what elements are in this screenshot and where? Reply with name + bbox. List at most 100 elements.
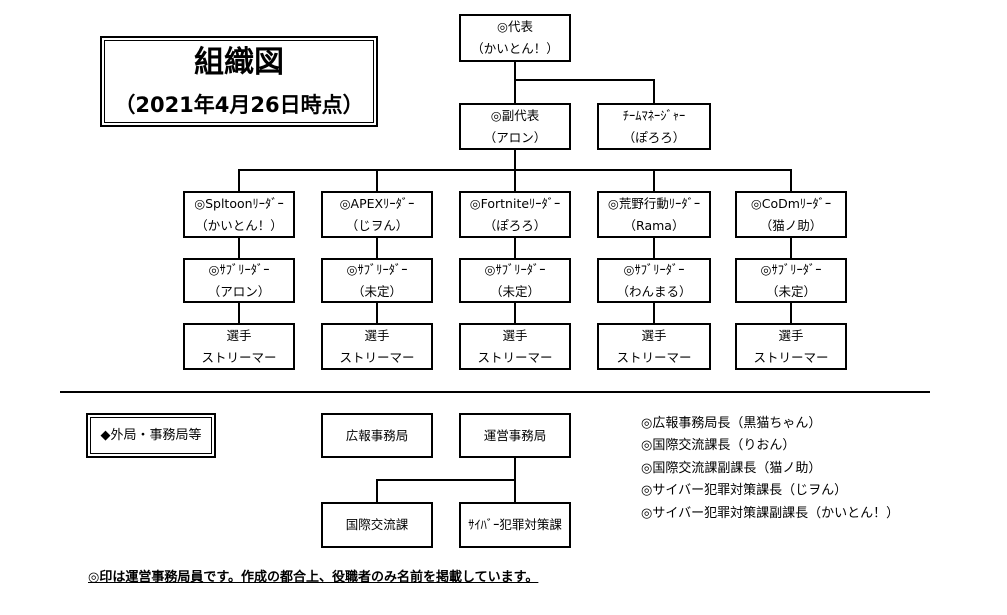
cybercrime-section-box: ｻｲﾊﾞｰ犯罪対策課 xyxy=(459,502,571,548)
officer-item: ◎サイバー犯罪対策課長（じヲん） xyxy=(641,483,848,499)
connector-vice-bus xyxy=(514,150,516,171)
division-leader-role: ◎荒野行動ﾘｰﾀﾞｰ xyxy=(607,195,701,211)
division-members-players: 選手 xyxy=(778,327,804,343)
division-sub-leader-box: ◎ｻﾌﾞﾘｰﾀﾞｰ （わんまる） xyxy=(597,258,711,303)
division-leader-name: （猫ノ助） xyxy=(759,217,823,233)
division-members-players: 選手 xyxy=(641,327,667,343)
division-sub-leader-role: ◎ｻﾌﾞﾘｰﾀﾞｰ xyxy=(208,261,270,277)
division-sub-leader-name: （未定） xyxy=(765,283,816,299)
division-members-box: 選手 ストリーマー xyxy=(183,323,295,370)
officer-item: ◎国際交流課副課長（猫ノ助） xyxy=(641,460,822,476)
division-leader-role: ◎APEXﾘｰﾀﾞｰ xyxy=(339,195,415,211)
connector-representative-vice xyxy=(514,62,516,103)
international-section-label: 国際交流課 xyxy=(345,517,409,532)
division-members-box: 選手 ストリーマー xyxy=(321,323,433,370)
division-leader-role: ◎CoDmﾘｰﾀﾞｰ xyxy=(750,195,832,211)
external-label: ◆外局・事務局等 xyxy=(100,427,202,443)
division-leader-name: （かいとん！） xyxy=(195,217,283,233)
connector-division-4 xyxy=(653,169,655,191)
division-leader-name: （じヲん） xyxy=(345,217,409,233)
division-sub-leader-name: （未定） xyxy=(489,283,540,299)
connector-manager xyxy=(653,79,655,103)
connector-international xyxy=(376,479,378,502)
connector-representative-branch xyxy=(514,79,655,81)
division-sub-leader-role: ◎ｻﾌﾞﾘｰﾀﾞｰ xyxy=(623,261,685,277)
division-members-players: 選手 xyxy=(502,327,528,343)
connector-sub-members-3 xyxy=(514,303,516,323)
division-members-streamers: ストリーマー xyxy=(753,349,829,365)
officers-list: ◎広報事務局長（黒猫ちゃん） ◎国際交流課長（りおん） ◎国際交流課副課長（猫ノ… xyxy=(641,413,899,525)
international-section-box: 国際交流課 xyxy=(321,502,433,548)
footnote: ◎印は運営事務局員です。作成の都合上、役職者のみ名前を掲載しています。 xyxy=(88,570,539,585)
connector-sections-bus xyxy=(376,479,516,481)
pr-office-box: 広報事務局 xyxy=(321,413,433,458)
connector-leader-sub-5 xyxy=(790,238,792,258)
connector-division-3 xyxy=(514,169,516,191)
division-leader-box: ◎APEXﾘｰﾀﾞｰ （じヲん） xyxy=(321,191,433,238)
division-leader-box: ◎荒野行動ﾘｰﾀﾞｰ （Rama） xyxy=(597,191,711,238)
representative-role: ◎代表 xyxy=(497,19,533,34)
division-members-box: 選手 ストリーマー xyxy=(459,323,571,370)
connector-sub-members-4 xyxy=(653,303,655,323)
division-members-streamers: ストリーマー xyxy=(477,349,553,365)
division-sub-leader-name: （わんまる） xyxy=(616,283,692,299)
division-leader-box: ◎CoDmﾘｰﾀﾞｰ （猫ノ助） xyxy=(735,191,847,238)
team-manager-name: （ぽろろ） xyxy=(622,129,686,145)
representative-box: ◎代表 （かいとん！） xyxy=(459,14,571,62)
section-divider xyxy=(60,391,930,393)
external-label-inner: ◆外局・事務局等 xyxy=(90,417,212,454)
division-sub-leader-box: ◎ｻﾌﾞﾘｰﾀﾞｰ （未定） xyxy=(459,258,571,303)
division-sub-leader-role: ◎ｻﾌﾞﾘｰﾀﾞｰ xyxy=(346,261,408,277)
connector-cybercrime xyxy=(514,479,516,502)
operations-office-label: 運営事務局 xyxy=(483,427,547,443)
team-manager-box: ﾁｰﾑﾏﾈｰｼﾞｬｰ （ぽろろ） xyxy=(597,103,711,150)
division-members-box: 選手 ストリーマー xyxy=(597,323,711,370)
title-box-inner: 組織図 （2021年4月26日時点） xyxy=(104,40,374,123)
connector-operations-down xyxy=(514,458,516,480)
connector-sub-members-1 xyxy=(238,303,240,323)
division-sub-leader-box: ◎ｻﾌﾞﾘｰﾀﾞｰ （未定） xyxy=(735,258,847,303)
officer-item: ◎広報事務局長（黒猫ちゃん） xyxy=(641,416,822,431)
connector-leader-sub-2 xyxy=(376,238,378,258)
connector-leader-sub-4 xyxy=(653,238,655,258)
division-leader-box: ◎Fortniteﾘｰﾀﾞｰ （ぽろろ） xyxy=(459,191,571,238)
division-leader-name: （Rama） xyxy=(623,217,685,233)
connector-leader-sub-3 xyxy=(514,238,516,258)
division-leader-name: （ぽろろ） xyxy=(483,217,547,233)
title-box: 組織図 （2021年4月26日時点） xyxy=(100,36,378,127)
division-leader-role: ◎Spltoonﾘｰﾀﾞｰ xyxy=(194,195,284,211)
connector-sub-members-2 xyxy=(376,303,378,323)
vice-representative-name: （アロン） xyxy=(483,129,547,145)
division-sub-leader-box: ◎ｻﾌﾞﾘｰﾀﾞｰ （アロン） xyxy=(183,258,295,303)
division-members-box: 選手 ストリーマー xyxy=(735,323,847,370)
connector-division-1 xyxy=(238,169,240,191)
connector-leader-sub-1 xyxy=(238,238,240,258)
division-members-streamers: ストリーマー xyxy=(201,349,277,365)
division-members-players: 選手 xyxy=(226,327,252,343)
chart-title: 組織図 xyxy=(194,44,284,80)
officer-item: ◎サイバー犯罪対策課副課長（かいとん！） xyxy=(641,505,900,521)
division-members-streamers: ストリーマー xyxy=(339,349,415,365)
team-manager-role: ﾁｰﾑﾏﾈｰｼﾞｬｰ xyxy=(622,107,686,123)
division-members-players: 選手 xyxy=(364,327,390,343)
division-leader-box: ◎Spltoonﾘｰﾀﾞｰ （かいとん！） xyxy=(183,191,295,238)
division-members-streamers: ストリーマー xyxy=(616,349,692,365)
connector-division-5 xyxy=(790,169,792,191)
vice-representative-box: ◎副代表 （アロン） xyxy=(459,103,571,150)
operations-office-box: 運営事務局 xyxy=(459,413,571,458)
chart-date: （2021年4月26日時点） xyxy=(114,92,364,117)
cybercrime-section-label: ｻｲﾊﾞｰ犯罪対策課 xyxy=(468,517,562,532)
officer-item: ◎国際交流課長（りおん） xyxy=(641,438,796,454)
external-label-box: ◆外局・事務局等 xyxy=(86,413,216,458)
division-sub-leader-name: （アロン） xyxy=(207,283,271,299)
division-sub-leader-name: （未定） xyxy=(351,283,402,299)
representative-name: （かいとん！） xyxy=(471,41,559,56)
division-sub-leader-box: ◎ｻﾌﾞﾘｰﾀﾞｰ （未定） xyxy=(321,258,433,303)
division-sub-leader-role: ◎ｻﾌﾞﾘｰﾀﾞｰ xyxy=(760,261,822,277)
connector-division-2 xyxy=(376,169,378,191)
pr-office-label: 広報事務局 xyxy=(345,427,409,443)
division-leader-role: ◎Fortniteﾘｰﾀﾞｰ xyxy=(469,195,561,211)
division-sub-leader-role: ◎ｻﾌﾞﾘｰﾀﾞｰ xyxy=(484,261,546,277)
vice-representative-role: ◎副代表 xyxy=(490,107,540,123)
